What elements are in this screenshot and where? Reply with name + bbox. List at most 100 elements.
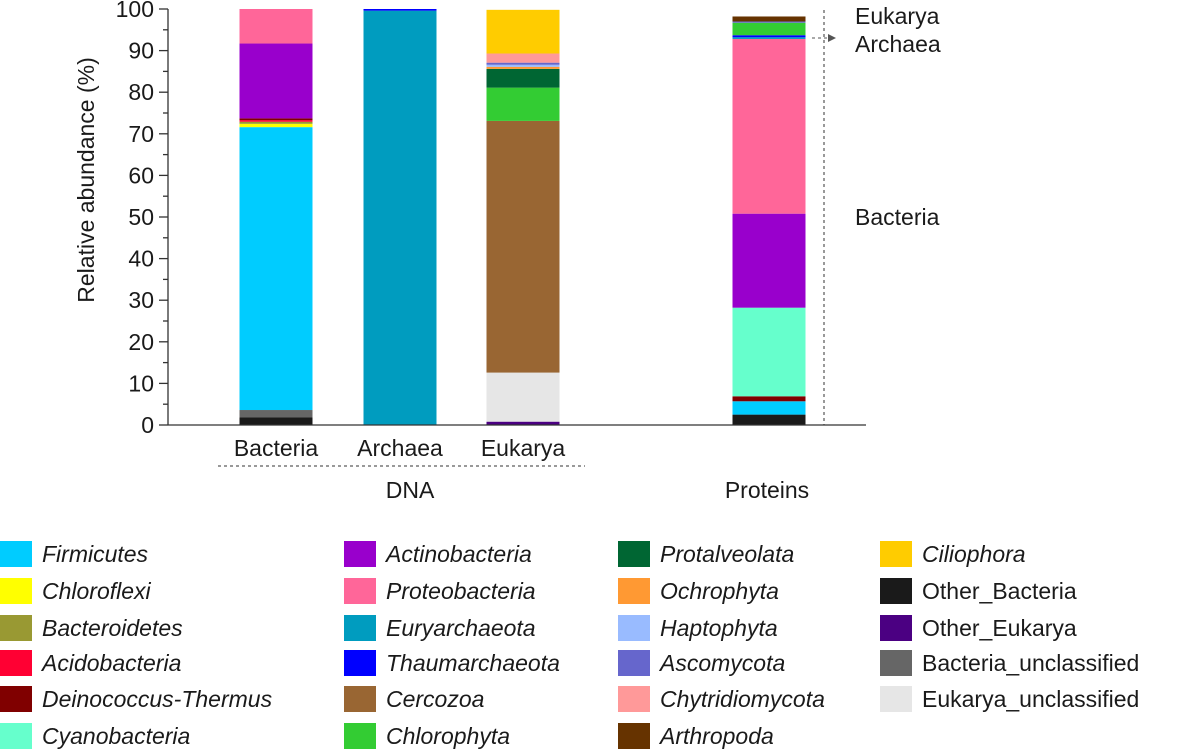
y-tick-label: 30 xyxy=(128,287,154,313)
domain-annotation-label: Bacteria xyxy=(855,204,940,230)
x-category-label: Bacteria xyxy=(234,435,319,461)
bar-segment xyxy=(486,372,560,422)
legend-swatch xyxy=(344,578,376,604)
legend-swatch xyxy=(618,723,650,749)
legend-label: Chlorophyta xyxy=(386,722,511,749)
legend-item: Actinobacteria xyxy=(344,539,532,569)
bar-segment xyxy=(732,22,806,36)
legend-swatch xyxy=(344,541,376,567)
legend-item: Other_Bacteria xyxy=(880,576,1077,606)
axes xyxy=(159,8,866,467)
legend-swatch xyxy=(880,686,912,712)
legend-item: Arthropoda xyxy=(618,721,774,751)
bar-segment xyxy=(239,417,313,425)
legend-item: Proteobacteria xyxy=(344,576,536,606)
bar-segment xyxy=(486,120,560,373)
bar-segment xyxy=(239,9,313,44)
bar-segment xyxy=(732,38,806,214)
legend-label: Arthropoda xyxy=(660,722,774,749)
bar-segment xyxy=(363,10,437,425)
proteins-group-label: Proteins xyxy=(725,477,809,503)
legend-label: Bacteroidetes xyxy=(42,614,183,641)
legend-item: Deinococcus-Thermus xyxy=(0,684,272,714)
legend-swatch xyxy=(880,541,912,567)
bar-segment xyxy=(486,9,560,54)
legend-item: Chlorophyta xyxy=(344,721,510,751)
bar-segment xyxy=(239,118,313,121)
legend-swatch xyxy=(880,615,912,641)
bar-segment xyxy=(239,121,313,124)
legend-label: Eukarya_unclassified xyxy=(922,685,1140,712)
legend-label: Deinococcus-Thermus xyxy=(42,685,273,712)
legend-label: Chytridiomycota xyxy=(660,685,825,712)
legend-swatch xyxy=(880,650,912,676)
x-category-label: Archaea xyxy=(357,435,443,461)
legend-item: Ochrophyta xyxy=(618,576,779,606)
legend-label: Thaumarchaeota xyxy=(386,649,560,676)
legend-swatch xyxy=(0,650,32,676)
y-tick-label: 50 xyxy=(128,204,154,230)
legend-swatch xyxy=(344,723,376,749)
legend-item: Haptophyta xyxy=(618,613,778,643)
legend-swatch xyxy=(618,686,650,712)
legend-item: Eukarya_unclassified xyxy=(880,684,1139,714)
legend-label: Haptophyta xyxy=(660,614,778,641)
legend-item: Ciliophora xyxy=(880,539,1026,569)
bar-segment xyxy=(486,62,560,65)
legend-swatch xyxy=(344,615,376,641)
legend-item: Firmicutes xyxy=(0,539,148,569)
legend-item: Euryarchaeota xyxy=(344,613,536,643)
bar-segment xyxy=(732,307,806,397)
domain-annotation-label: Archaea xyxy=(855,31,941,57)
archaea-pointer-arrow xyxy=(828,34,836,42)
bar-segment xyxy=(239,120,313,122)
legend-swatch xyxy=(0,723,32,749)
y-tick-label: 80 xyxy=(128,79,154,105)
bar-segment xyxy=(732,401,806,415)
bar-segment xyxy=(486,87,560,121)
y-tick-label: 40 xyxy=(128,246,154,272)
legend-item: Bacteria_unclassified xyxy=(880,648,1139,678)
bar-segment xyxy=(239,123,313,128)
legend-label: Chloroflexi xyxy=(42,577,151,604)
legend-label: Ciliophora xyxy=(922,540,1026,567)
y-tick-label: 90 xyxy=(128,38,154,64)
dna-group-label: DNA xyxy=(386,477,435,503)
legend-item: Chloroflexi xyxy=(0,576,151,606)
legend-label: Protalveolata xyxy=(660,540,795,567)
bar-segment xyxy=(732,35,806,38)
legend-swatch xyxy=(618,578,650,604)
legend-item: Acidobacteria xyxy=(0,648,181,678)
legend-label: Other_Eukarya xyxy=(922,614,1077,641)
bar-segment xyxy=(239,410,313,418)
legend-label: Other_Bacteria xyxy=(922,577,1077,604)
legend-label: Ascomycota xyxy=(660,649,786,676)
legend-label: Euryarchaeota xyxy=(386,614,536,641)
legend-label: Cercozoa xyxy=(386,685,485,712)
bar-segment xyxy=(486,53,560,63)
y-tick-label: 0 xyxy=(141,412,154,438)
legend-label: Firmicutes xyxy=(42,540,149,567)
legend-swatch xyxy=(618,541,650,567)
legend-item: Bacteroidetes xyxy=(0,613,183,643)
bar-segment xyxy=(732,396,806,402)
legend-swatch xyxy=(880,578,912,604)
bar-segment xyxy=(486,421,560,425)
legend-swatch xyxy=(618,650,650,676)
legend-swatch xyxy=(0,615,32,641)
legend-item: Cercozoa xyxy=(344,684,484,714)
legend-item: Other_Eukarya xyxy=(880,613,1077,643)
y-tick-label: 20 xyxy=(128,329,154,355)
legend-swatch xyxy=(344,686,376,712)
legend-swatch xyxy=(0,578,32,604)
bar-segment xyxy=(486,64,560,67)
legend-item: Protalveolata xyxy=(618,539,794,569)
legend-swatch xyxy=(618,615,650,641)
y-tick-label: 70 xyxy=(128,121,154,147)
legend-item: Thaumarchaeota xyxy=(344,648,560,678)
legend-item: Cyanobacteria xyxy=(0,721,190,751)
legend-label: Cyanobacteria xyxy=(42,722,191,749)
